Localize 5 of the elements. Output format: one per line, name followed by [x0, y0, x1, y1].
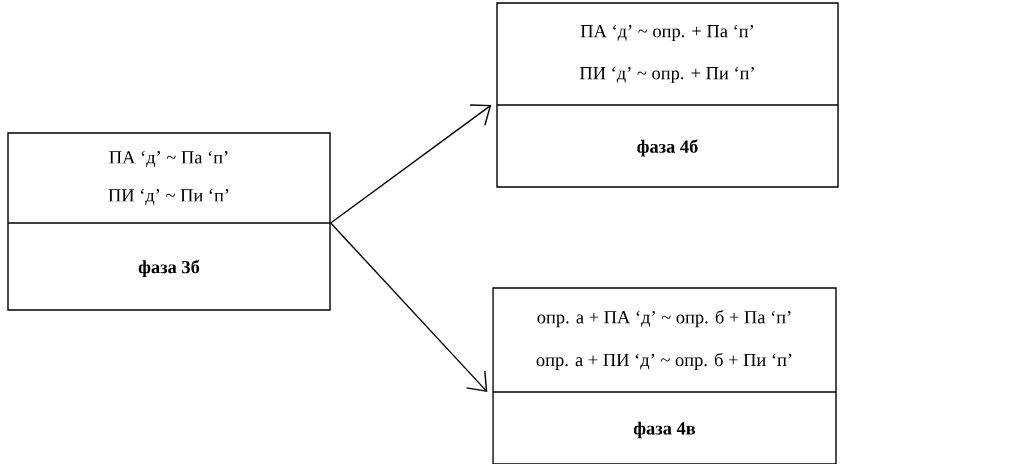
arrow — [330, 222, 488, 392]
arrow — [330, 104, 492, 224]
phase-box: опр. а + ПА ‘д’ ~ опр. б + Па ‘п’ опр. а + ПИ ‘д’ ~ опр. б + Пи ‘п’ фаза 4в — [492, 287, 837, 464]
phase-box: ПА ‘д’ ~ Па ‘п’ ПИ ‘д’ ~ Пи ‘п’ фаза 3б — [7, 132, 331, 311]
phase-box: ПА ‘д’ ~ опр. + Па ‘п’ ПИ ‘д’ ~ опр. + Пи ‘п’ фаза 4б — [496, 2, 839, 188]
